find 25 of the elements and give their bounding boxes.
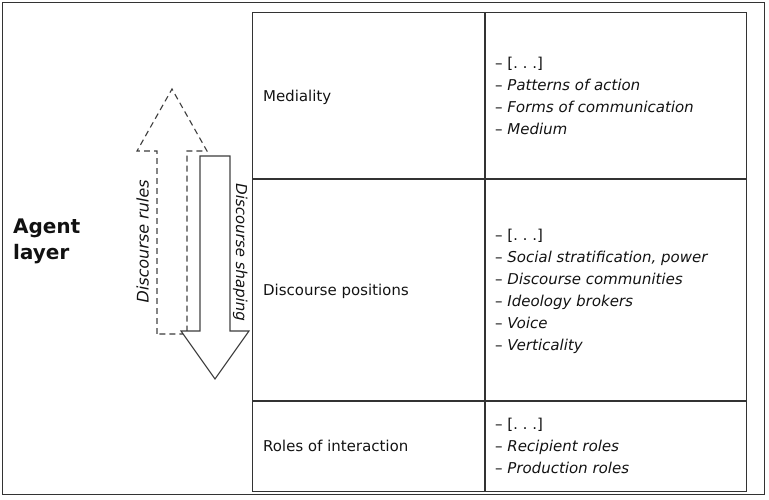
list-item: – Verticality	[495, 335, 584, 356]
list-item: – Ideology brokers	[495, 291, 634, 312]
list-item: – Recipient roles	[495, 436, 620, 457]
list-item: – [. . .]	[495, 53, 544, 74]
list-item: – Discourse communities	[495, 269, 684, 290]
table-cell	[252, 12, 486, 180]
arrow-label: Discourse shaping	[232, 182, 250, 323]
row-heading: Mediality	[263, 86, 332, 107]
table-cell	[484, 178, 747, 402]
list-item: – Medium	[495, 119, 568, 140]
layer-frame	[2, 2, 765, 495]
list-item: – [. . .]	[495, 414, 544, 435]
list-item: – Social stratification, power	[495, 247, 710, 268]
row-heading: Roles of interaction	[263, 436, 410, 457]
list-item: – Forms of communication	[495, 97, 695, 118]
row-heading: Discourse positions	[263, 280, 410, 301]
table-cell	[252, 400, 486, 492]
list-item: – [. . .]	[495, 225, 544, 246]
table-cell	[484, 12, 747, 180]
list-item: – Voice	[495, 313, 548, 334]
table-cell	[252, 178, 486, 402]
list-item: – Production roles	[495, 458, 630, 479]
table-cell	[484, 400, 747, 492]
layer-title: Agent layer	[13, 213, 82, 265]
list-item: – Patterns of action	[495, 75, 642, 96]
